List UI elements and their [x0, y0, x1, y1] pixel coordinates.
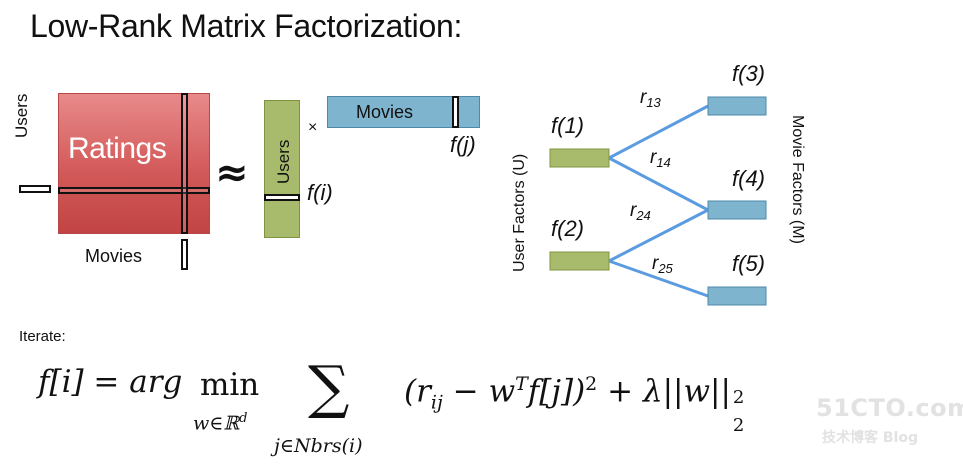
edge-label-14: r14: [650, 147, 671, 170]
formula-reg: + λ||w||: [597, 373, 731, 410]
user-factor-row-label: f(i): [307, 180, 333, 205]
iterate-label: Iterate:: [19, 328, 66, 345]
movie-node-5-label: f(5): [732, 251, 765, 276]
edge-1-4: [608, 156, 709, 212]
ratings-row-highlight: [58, 187, 210, 194]
ratings-matrix: [58, 93, 210, 234]
movie-factor-matrix-label: Movies: [356, 102, 414, 122]
edge-2-5: [608, 259, 709, 298]
update-formula: f[i] = arg: [38, 364, 182, 400]
watermark-subtitle: 技术博客 Blog: [822, 430, 918, 446]
formula-square: 2: [585, 373, 598, 395]
ratings-matrix-label: Ratings: [68, 132, 167, 165]
movie-factor-column-highlight: [452, 96, 459, 128]
movie-column-indicator: [181, 239, 188, 270]
edge-label-14-sub: 14: [656, 155, 671, 170]
ratings-movies-axis-label: Movies: [85, 246, 143, 266]
formula-lhs: f[i] = arg: [38, 364, 183, 400]
edge-label-24-r: r: [630, 200, 637, 221]
user-node-1-label: f(1): [551, 113, 584, 138]
watermark-logo: 51CTO.com: [816, 394, 963, 422]
edge-label-25-sub: 25: [658, 261, 673, 276]
edge-label-24-sub: 24: [636, 208, 651, 223]
movie-node-4: [707, 200, 767, 220]
user-factor-matrix: [264, 100, 300, 238]
formula-sum-subscript: j∈Nbrs(i): [274, 435, 363, 457]
formula-min-sub-sup: d: [239, 411, 248, 426]
user-node-2: [549, 251, 610, 271]
times-symbol: ×: [308, 119, 318, 136]
edge-label-13-sub: 13: [646, 95, 661, 110]
user-factor-row-highlight: [264, 194, 300, 201]
formula-min: min: [200, 367, 260, 403]
formula-sum-symbol: ∑: [308, 353, 350, 421]
formula-body-open: (r: [404, 373, 431, 410]
formula-body-sub: ij: [430, 391, 443, 414]
edge-label-13-r: r: [640, 87, 647, 108]
user-node-1: [549, 148, 610, 168]
edge-label-24: r24: [630, 200, 651, 223]
formula-body-mid: − w: [442, 373, 516, 410]
edge-label-13: r13: [640, 87, 661, 110]
movie-factors-axis-label: Movie Factors (M): [789, 115, 806, 244]
formula-reg-sup: 2: [732, 387, 745, 409]
user-node-2-label: f(2): [551, 216, 584, 241]
movie-node-5: [707, 286, 767, 306]
approx-symbol: ≈: [215, 150, 249, 196]
edge-label-14-r: r: [650, 147, 657, 168]
user-row-indicator: [19, 185, 51, 193]
user-factors-axis-label: User Factors (U): [511, 153, 528, 272]
formula-min-subscript: w∈ℝd: [193, 411, 247, 434]
movie-node-3: [707, 96, 767, 116]
slide-title: Low-Rank Matrix Factorization:: [30, 8, 463, 44]
formula-min-sub-text: w∈ℝ: [193, 412, 240, 435]
edge-label-25-r: r: [652, 253, 659, 274]
edge-label-25: r25: [652, 253, 673, 276]
formula-body-rest: f[j]): [527, 373, 586, 410]
movie-node-3-label: f(3): [732, 61, 765, 86]
formula-reg-sub: 2: [732, 415, 745, 437]
edge-2-4: [608, 208, 709, 263]
ratings-column-highlight: [181, 93, 188, 234]
movie-node-4-label: f(4): [732, 166, 765, 191]
edge-1-3: [608, 104, 709, 160]
movie-factor-column-label: f(j): [450, 132, 476, 157]
formula-body-sup: T: [515, 373, 528, 395]
